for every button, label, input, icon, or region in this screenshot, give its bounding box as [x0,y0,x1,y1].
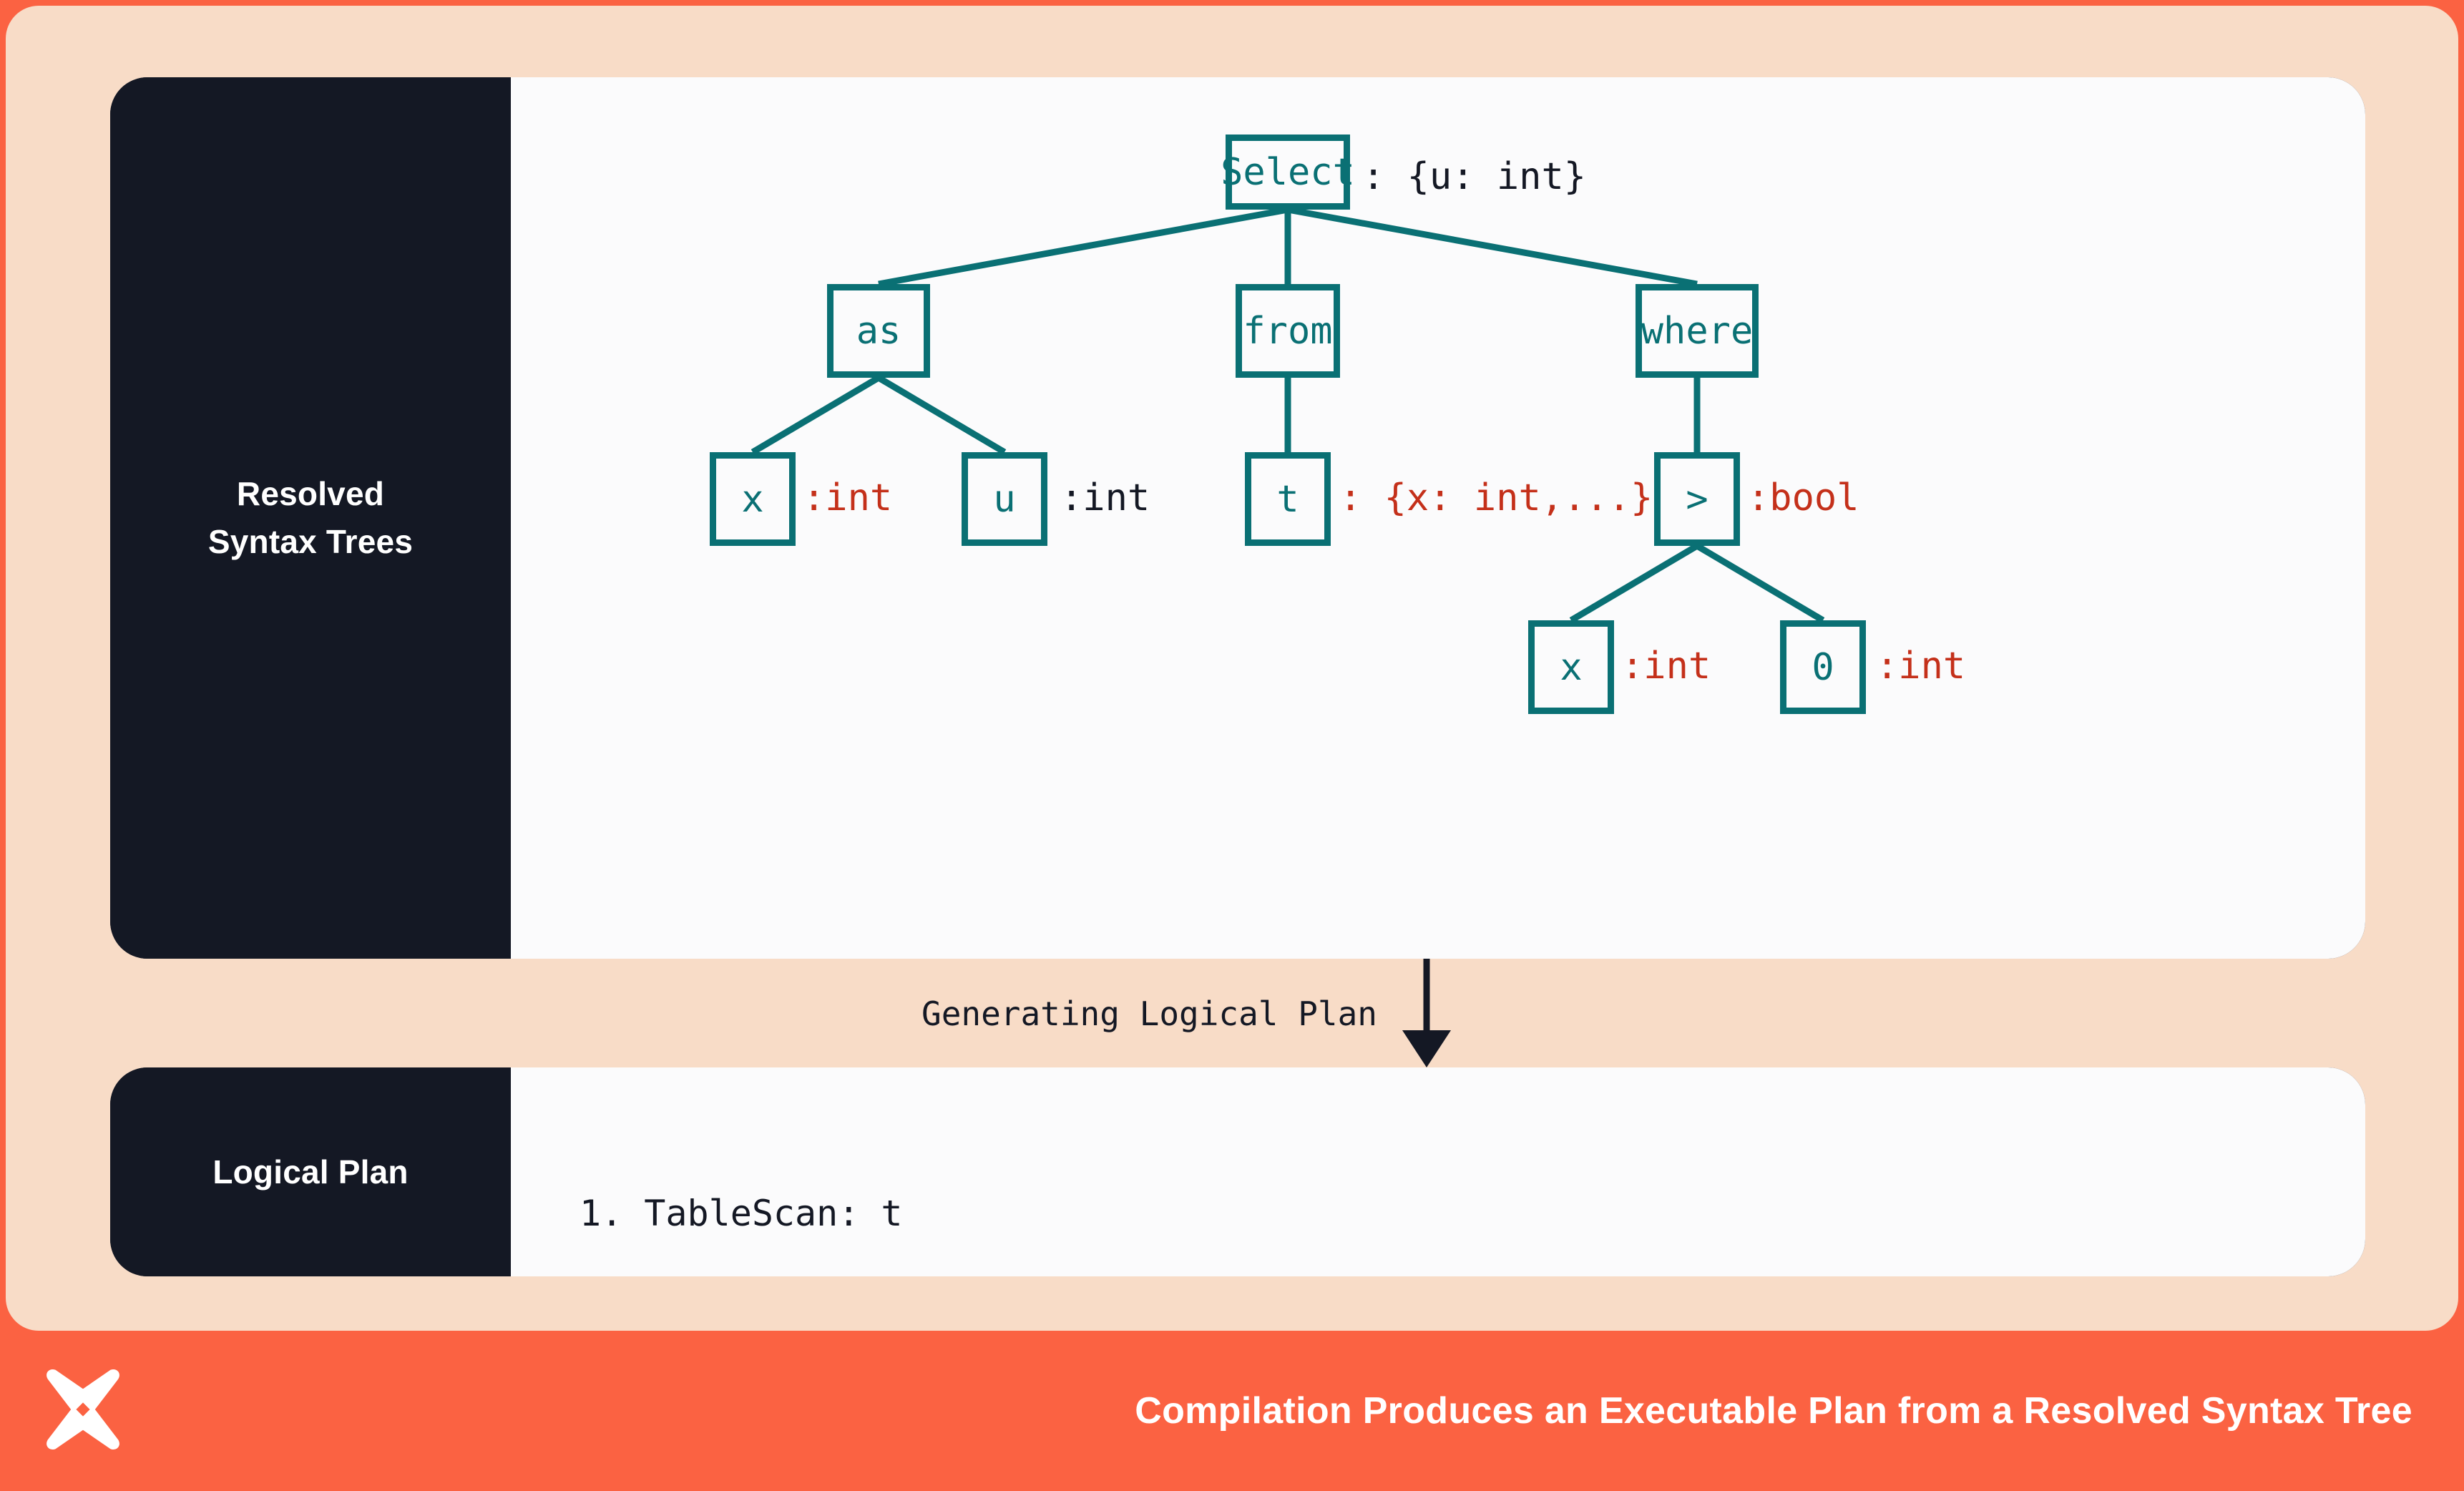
tree-node-greater-than-annotation: :bool [1747,476,1859,519]
tree-node-as-x[interactable]: x [710,452,796,546]
tree-node-from-t-label: t [1276,477,1299,521]
connector-label: Generating Logical Plan [921,994,1377,1033]
panel-rst-sidebar: Resolved Syntax Trees [110,77,511,959]
panel-rst-label-line1: Resolved [236,475,385,513]
panel-lp-label: Logical Plan [212,1153,409,1191]
tree-node-as-label: as [856,309,901,353]
tree-node-from[interactable]: from [1236,284,1340,378]
tree-node-select[interactable]: Select [1221,135,1355,210]
tree-node-select-annotation: : {u: int} [1362,155,1587,198]
logical-plan-step: 1. TableScan: t [580,1193,903,1234]
tree-node-where[interactable]: where [1636,284,1759,378]
tree-node-gt-zero-annotation: :int [1876,645,1966,688]
tree-node-as-u[interactable]: u [962,452,1047,546]
footer-caption: Compilation Produces an Executable Plan … [1135,1390,2412,1432]
tree-node-as-u-label: u [993,477,1016,521]
tree-node-gt-zero[interactable]: 0 [1780,620,1866,714]
panel-lp-body: 1. TableScan: t 2. Filter: t.x > 0 3. Pr… [511,1067,2365,1276]
tree-node-as-x-label: x [741,477,764,521]
tree-node-where-label: where [1641,309,1754,353]
panel-rst-body: Select : {u: int} as from where [511,77,2365,959]
content-card: Resolved Syntax Trees [6,6,2458,1331]
panel-lp-sidebar: Logical Plan [110,1067,511,1276]
logical-plan-steps: 1. TableScan: t 2. Filter: t.x > 0 3. Pr… [511,1067,2365,1276]
tree-node-from-t-annotation: : {x: int,...} [1339,476,1653,519]
syntax-tree-canvas: Select : {u: int} as from where [511,77,2365,959]
tree-node-gt-x-annotation: :int [1621,645,1711,688]
panel-logical-plan: Logical Plan 1. TableScan: t 2. Filter: … [110,1067,2365,1276]
tree-node-greater-than[interactable]: > [1654,452,1740,546]
tree-node-from-label: from [1243,309,1333,353]
tree-node-as-x-annotation: :int [803,476,893,519]
tree-node-select-label: Select [1221,150,1355,194]
panel-rst-label-line2: Syntax Trees [207,523,414,560]
footer-bar: Compilation Produces an Executable Plan … [0,1331,2464,1491]
tree-node-as[interactable]: as [827,284,930,378]
panel-resolved-syntax-trees: Resolved Syntax Trees [110,77,2365,959]
tree-node-as-u-annotation: :int [1060,476,1150,519]
tree-node-gt-x-label: x [1560,645,1583,689]
tree-node-greater-than-label: > [1686,477,1708,521]
tree-node-from-t[interactable]: t [1245,452,1331,546]
tree-node-gt-x[interactable]: x [1528,620,1614,714]
panel-connector: Generating Logical Plan [110,959,2365,1067]
tree-node-gt-zero-label: 0 [1812,645,1834,689]
tree-edges [751,206,1825,623]
brand-x-logo [47,1369,119,1450]
connector-arrow-icon [1402,959,1451,1067]
